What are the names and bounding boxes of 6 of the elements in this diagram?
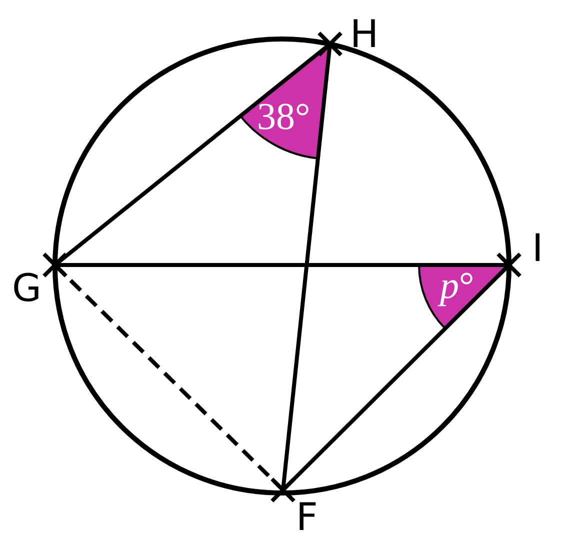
point-label: G — [12, 268, 42, 308]
point-label: I — [532, 228, 544, 268]
angle-label: p° — [440, 266, 474, 306]
point-label: F — [296, 497, 318, 537]
angle-label: 38° — [257, 97, 310, 137]
point-label: H — [350, 14, 379, 54]
